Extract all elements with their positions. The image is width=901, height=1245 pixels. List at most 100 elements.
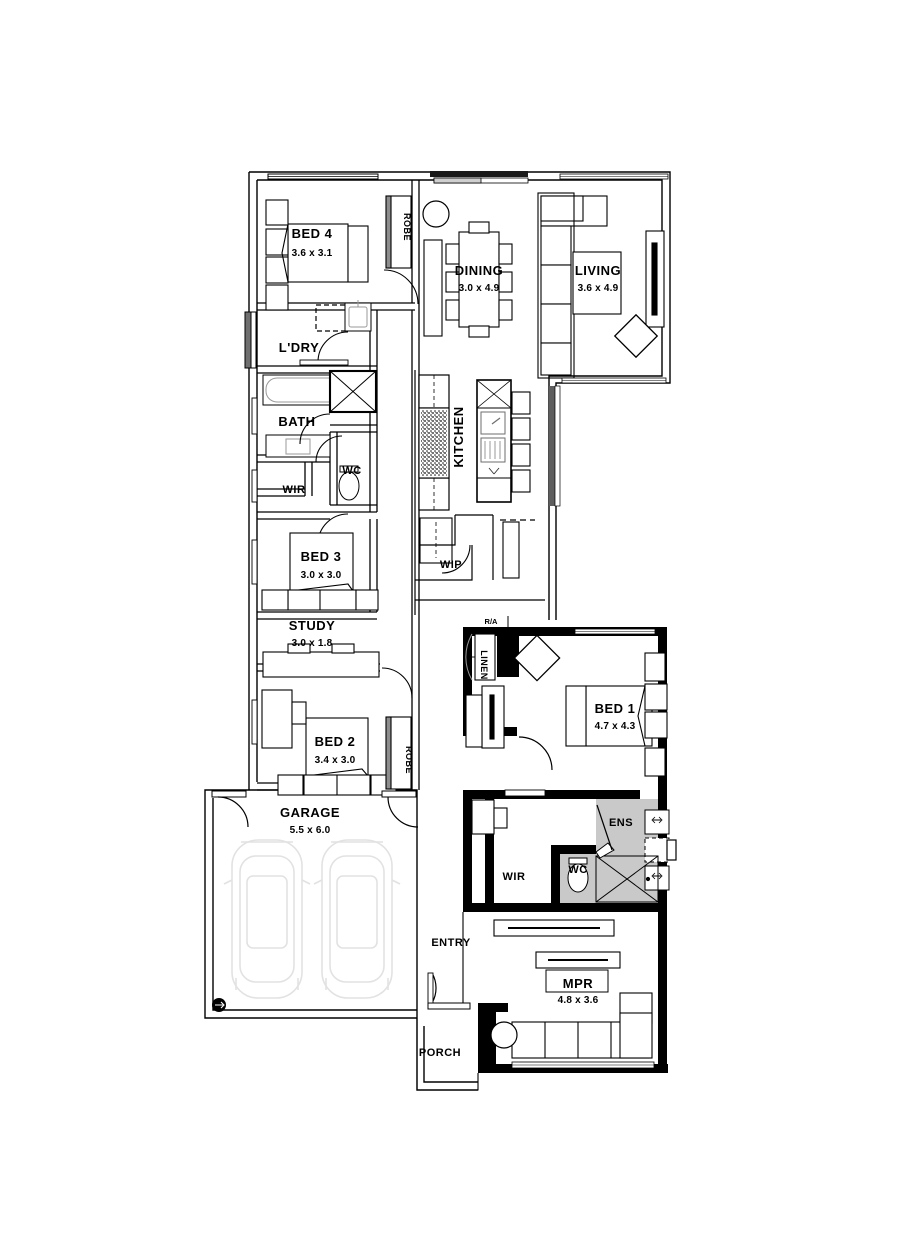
cooktop — [480, 437, 506, 463]
desk — [262, 643, 380, 678]
shower — [328, 369, 378, 414]
door-swing — [441, 544, 471, 574]
round-side-table — [422, 200, 450, 228]
ottoman — [613, 313, 659, 359]
dining-room: DINING 3.0 x 4.9 — [423, 171, 669, 338]
entry-window-top — [430, 171, 529, 184]
room-label-wc-west: WC — [342, 465, 361, 477]
bedside-table — [265, 199, 289, 226]
bed2-room: BED 2 3.4 x 3.0 — [251, 689, 412, 796]
bedside-table — [347, 225, 369, 283]
room-dim-living: 3.6 x 4.9 — [578, 283, 619, 294]
pantry-shelf — [502, 521, 520, 579]
door-leaf — [299, 359, 349, 366]
room-dim-mpr: 4.8 x 3.6 — [558, 995, 599, 1006]
dining-table-set — [445, 221, 513, 338]
bed-furniture — [565, 652, 668, 777]
tallboy — [644, 747, 666, 777]
room-label-bed2: BED 2 — [315, 734, 356, 749]
window-wir — [251, 469, 258, 503]
dining-table — [458, 231, 500, 328]
room-dim-bed1: 4.7 x 4.3 — [595, 721, 636, 732]
room-label-ldry: L'DRY — [279, 340, 320, 355]
window-ldry — [244, 311, 257, 369]
room-dim-study: 3.0 x 1.8 — [292, 638, 333, 649]
east-outline-thin — [416, 912, 479, 1091]
door-leaf — [504, 789, 546, 797]
bed — [289, 532, 354, 592]
garage-internal-door — [381, 790, 419, 828]
robe-bed2 — [385, 716, 412, 790]
door-swing — [383, 269, 419, 305]
door-swing — [381, 667, 413, 699]
bedside-table — [277, 774, 304, 796]
pillow — [265, 256, 289, 284]
wardrobe — [261, 689, 293, 749]
robe-bed4 — [385, 195, 412, 269]
ra-arrow — [504, 616, 512, 636]
window-living-top — [559, 173, 669, 180]
room-label-dining: DINING — [455, 263, 504, 278]
room-label-porch: PORCH — [419, 1047, 461, 1059]
bed4-room: BED 4 3.6 x 3.1 — [265, 173, 450, 311]
window-bed1-top — [574, 628, 656, 635]
wir-east-shelving — [471, 799, 508, 835]
room-label-wir-west: WIR — [283, 484, 306, 496]
bath-room: BATH — [251, 369, 378, 458]
bedhead — [287, 589, 357, 611]
bedroom-wardrobe — [465, 685, 505, 749]
laundry-trough — [344, 300, 372, 332]
fridge — [419, 517, 453, 564]
tallboy — [644, 652, 666, 682]
linen-label: LINEN — [479, 650, 489, 680]
room-label-wir-east: WIR — [503, 871, 526, 883]
door-swing — [596, 804, 613, 851]
garage-side-door — [211, 790, 249, 828]
bedside-table — [644, 683, 668, 711]
bedside-table — [355, 589, 379, 611]
tv-unit — [645, 230, 665, 328]
kitchen-bench-walls — [414, 370, 545, 615]
toilet-east — [567, 857, 589, 893]
vanity — [265, 434, 331, 458]
window-living-bottom — [561, 377, 667, 384]
ens-window — [666, 839, 677, 861]
garage-room: GARAGE 5.5 x 6.0 — [211, 790, 419, 1012]
room-label-living: LIVING — [575, 263, 621, 278]
chair — [291, 701, 307, 725]
shower-screen-door — [595, 842, 615, 859]
ensuite-zone: WIR WC ENS — [471, 799, 677, 937]
entry-door — [427, 972, 471, 1010]
mpr-label-box — [545, 969, 609, 993]
room-label-bed1: BED 1 — [595, 701, 636, 716]
sofa — [537, 192, 608, 379]
bedside-table — [265, 284, 289, 311]
room-dim-bed2: 3.4 x 3.0 — [315, 755, 356, 766]
bar-stools — [511, 391, 531, 493]
entry-zone: ENTRY PORCH — [419, 937, 471, 1059]
mpr-window — [511, 1061, 655, 1069]
island-bench — [476, 379, 512, 503]
garage-door-symbol — [212, 998, 226, 1012]
room-label-kitchen: KITCHEN — [451, 406, 466, 467]
window-bath — [251, 397, 258, 435]
bed-furniture — [265, 199, 369, 311]
round-side-table — [490, 1021, 518, 1049]
toilet — [338, 465, 360, 501]
window-bed4 — [267, 173, 379, 180]
bed-end — [565, 685, 587, 747]
bedside-table — [644, 711, 668, 739]
room-label-bath: BATH — [278, 414, 315, 429]
room-label-mpr: MPR — [563, 976, 594, 991]
window-east-living — [549, 385, 561, 507]
door-swing — [518, 736, 553, 771]
room-dim-bed4: 3.6 x 3.1 — [292, 248, 333, 259]
bed3-room: BED 3 3.0 x 3.0 — [251, 532, 379, 611]
room-label-wip: WIP — [440, 559, 462, 571]
robe-label-bed2: ROBE — [404, 746, 414, 774]
coffee-table — [572, 251, 622, 315]
study-room: STUDY 3.0 x 1.8 — [262, 618, 413, 699]
armchair — [513, 634, 561, 682]
